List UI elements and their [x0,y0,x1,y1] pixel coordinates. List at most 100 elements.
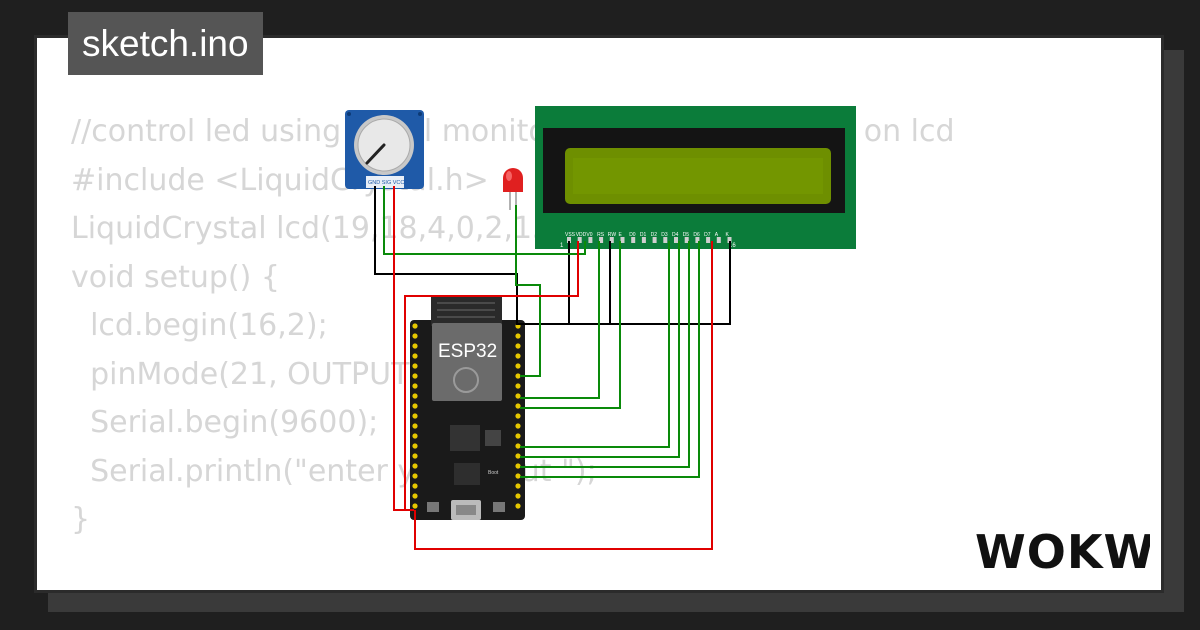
esp32-pin[interactable] [412,503,418,509]
esp32-pin[interactable] [412,443,418,449]
esp32-pin[interactable] [412,453,418,459]
wire-gnd-lcd-k[interactable] [374,186,731,325]
esp32-pin[interactable] [412,493,418,499]
esp32-pin[interactable] [515,423,521,429]
esp32-pin[interactable] [412,333,418,339]
esp32-pin[interactable] [412,373,418,379]
lcd-pin[interactable] [695,237,700,243]
esp32-pin[interactable] [412,403,418,409]
lcd-pin-label: D1 [640,232,647,238]
lcd-pin-label: D2 [651,232,658,238]
wire-led[interactable] [515,205,541,377]
esp32-pin[interactable] [412,483,418,489]
esp32-pin[interactable] [412,413,418,419]
esp32-pin[interactable] [515,503,521,509]
code-line: LiquidCrystal lcd(19,18,4,0,2,15); [71,211,574,246]
code-line: lcd.begin(16,2); [71,308,328,343]
esp32-pin[interactable] [412,353,418,359]
lcd-pin-label: V0 [586,232,592,238]
esp32-pin[interactable] [412,463,418,469]
code-line: pinMode(21, OUTPUT); [71,356,432,392]
lcd-pin[interactable] [674,237,678,243]
wire-d6[interactable] [520,241,690,468]
esp32-pin[interactable] [515,363,521,369]
esp32-pin[interactable] [412,363,418,369]
wire-d5[interactable] [520,241,680,458]
esp32-pin[interactable] [515,373,521,379]
boot-button[interactable] [493,502,505,512]
wire-rs[interactable] [520,241,600,399]
pot-pin-labels: GND SIG VCC [368,180,404,186]
wire-pot-vcc[interactable] [393,186,414,511]
code-line: } [71,502,91,537]
wokwi-brand: WOKWi [975,525,1150,578]
lcd-pin[interactable] [567,237,571,243]
lcd-pin-last-number: 16 [729,243,736,249]
lcd-pin[interactable] [577,237,582,243]
lcd-pin-label: VSS [565,232,576,238]
wire-lcd-vdd[interactable] [404,241,579,510]
lcd-pin[interactable] [684,237,689,243]
esp32-pin[interactable] [515,383,521,389]
esp32-pin[interactable] [412,423,418,429]
potentiometer[interactable]: GND SIG VCC [345,110,424,189]
wire-e[interactable] [520,241,621,409]
esp32-pin[interactable] [515,393,521,399]
boot-label: Boot [488,470,499,476]
lcd-pin-label: D7 [704,232,711,238]
wires [374,186,731,550]
lcd-pin[interactable] [588,237,593,243]
lcd-pin-label: D4 [672,232,679,238]
lcd-pin-label: D3 [661,232,668,238]
lcd-pin[interactable] [716,237,721,243]
esp32-pin[interactable] [515,453,521,459]
lcd-pin[interactable] [641,237,646,243]
lcd-pin[interactable] [620,237,625,243]
wokwi-logo: WOKWi [975,525,1150,578]
esp32-pin[interactable] [412,393,418,399]
wire-d4[interactable] [520,241,670,448]
reset-button[interactable] [427,502,439,512]
lcd-pin[interactable] [663,237,668,243]
esp32-pin[interactable] [515,433,521,439]
esp32-pin[interactable] [515,343,521,349]
esp32-pin[interactable] [412,323,418,329]
wire-pot-v0[interactable] [383,186,586,255]
esp32-pin[interactable] [515,333,521,339]
lcd-pin-first-number: 1 [560,243,564,249]
code-line: Serial.begin(9600); [71,405,379,440]
esp32-pin[interactable] [515,473,521,479]
lcd-pin[interactable] [652,237,657,243]
lcd-pin-label: A [715,232,719,238]
wire-lcd-a[interactable] [414,241,713,550]
wire-d7[interactable] [520,241,700,478]
esp32-pin[interactable] [515,353,521,359]
esp32-pin[interactable] [515,493,521,499]
esp32-pin[interactable] [515,483,521,489]
esp32-pin[interactable] [515,403,521,409]
espressif-logo-icon [453,367,479,393]
lcd-pin-label: D0 [629,232,636,238]
lcd-pin[interactable] [609,237,614,243]
lcd-pin-label: E [619,232,623,238]
sketch-file-tab[interactable]: sketch.ino [68,12,263,75]
esp32-pin[interactable] [515,463,521,469]
lcd-pin-label: D6 [693,232,700,238]
lcd-pin[interactable] [706,237,711,243]
lcd-pin[interactable] [599,237,604,243]
esp32-pin[interactable] [412,383,418,389]
lcd-pin[interactable] [727,237,732,243]
esp32-pin[interactable] [515,413,521,419]
esp32-pin[interactable] [412,473,418,479]
knob-indicator[interactable] [365,143,386,165]
esp32-pin[interactable] [412,433,418,439]
esp32-pin[interactable] [412,343,418,349]
esp32-pin[interactable] [515,443,521,449]
code-line: void setup() { [71,259,280,295]
esp32-devkit[interactable]: ESP32 Boot [410,296,525,520]
lcd-pin-label: RW [608,232,617,238]
red-led[interactable] [503,168,523,210]
lcd-pin[interactable] [631,237,636,243]
